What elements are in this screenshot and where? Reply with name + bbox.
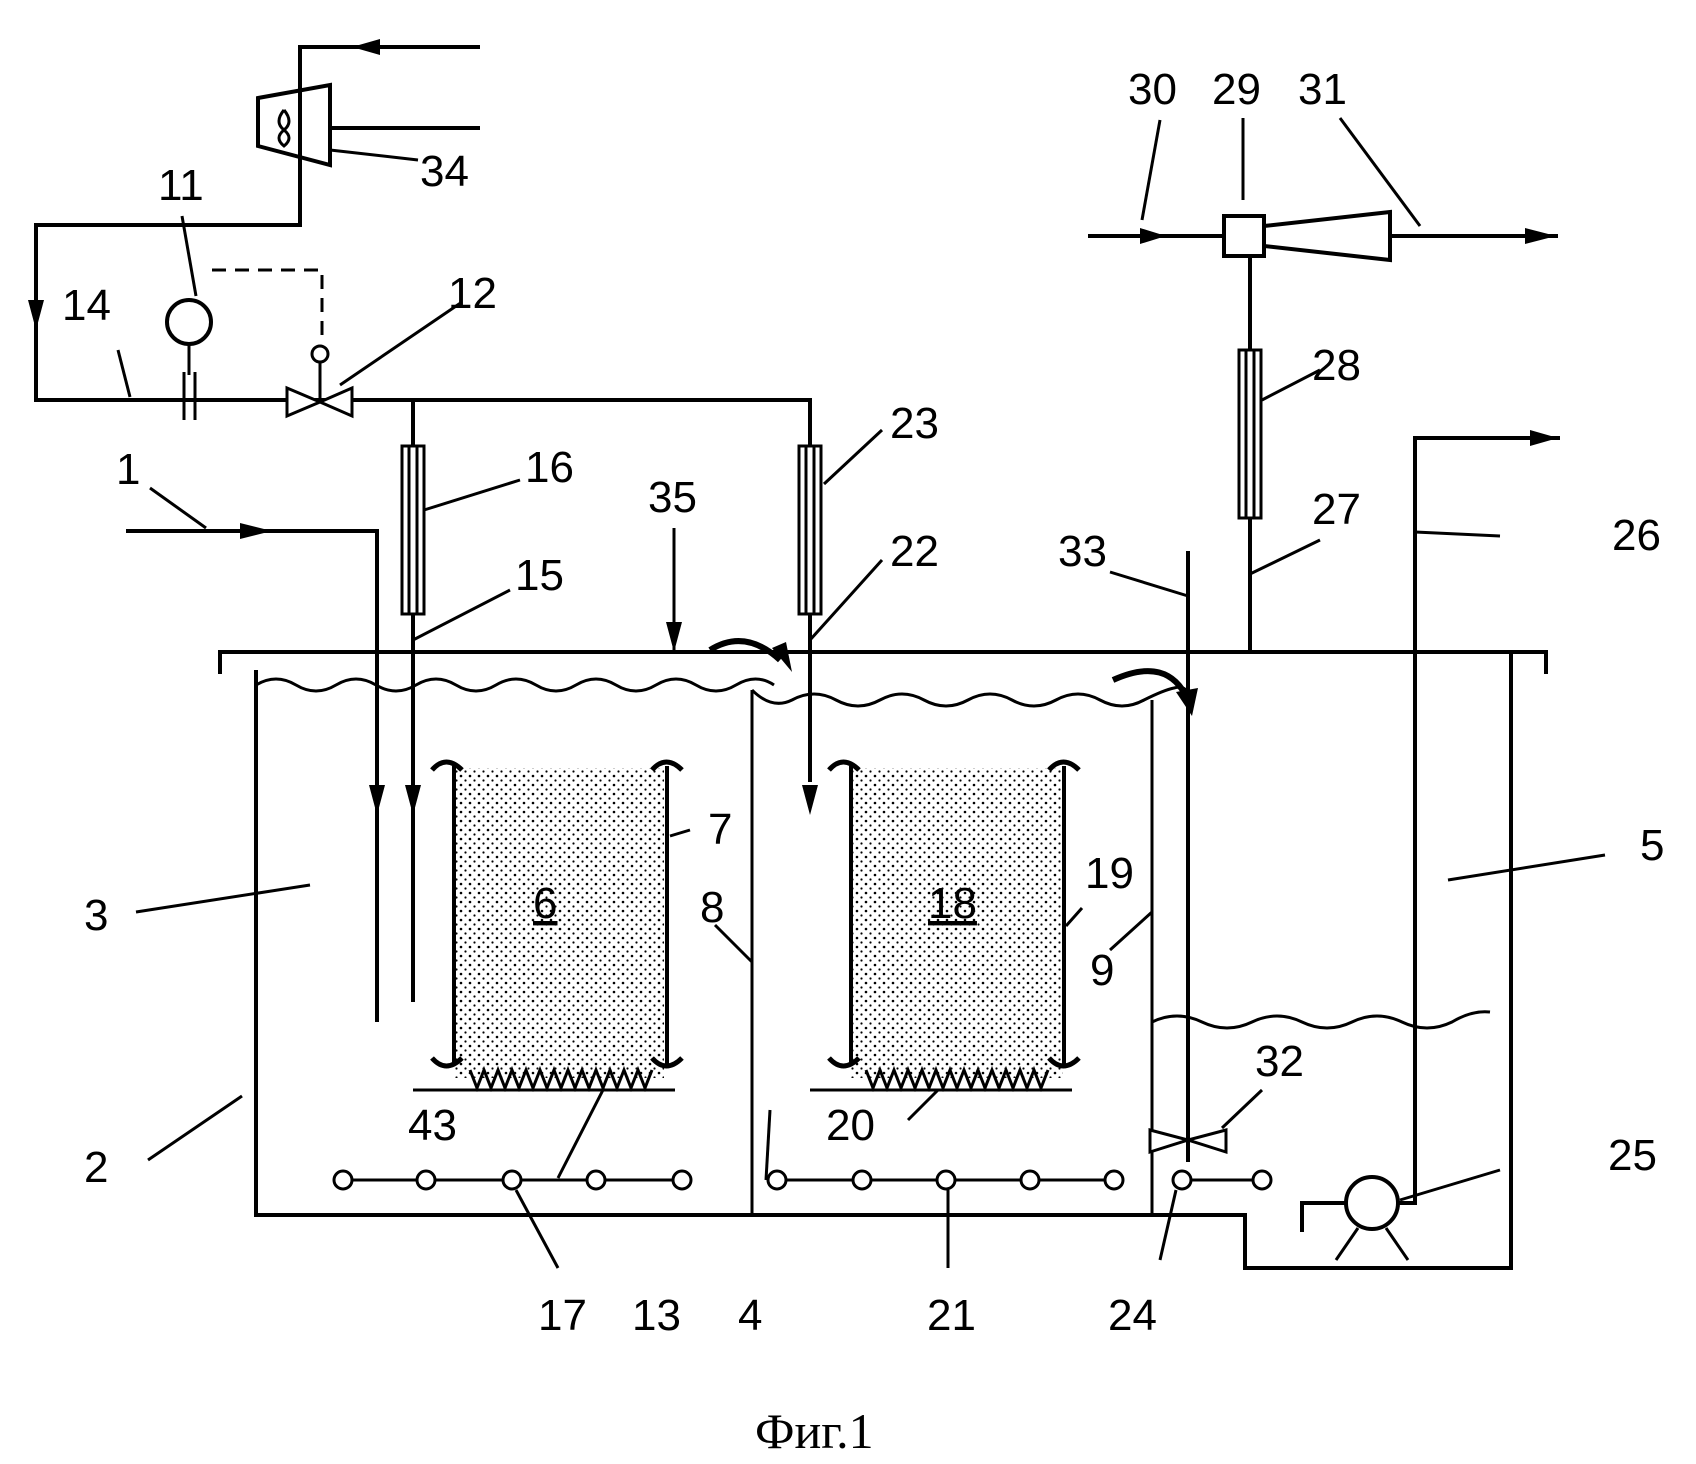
label-27: 27	[1312, 485, 1361, 534]
label-9: 9	[1090, 946, 1114, 995]
label-28: 28	[1312, 341, 1361, 390]
label-19: 19	[1085, 849, 1134, 898]
label-29: 29	[1212, 65, 1261, 114]
label-35: 35	[648, 473, 697, 522]
label-20: 20	[826, 1101, 875, 1150]
ejector-29	[1090, 118, 1556, 260]
label-15: 15	[515, 551, 564, 600]
reactor-18	[810, 762, 1082, 1120]
label-8: 8	[700, 883, 724, 932]
label-43: 43	[408, 1101, 457, 1150]
label-5: 5	[1640, 821, 1664, 870]
tank-2	[148, 652, 1546, 1268]
label-23: 23	[890, 399, 939, 448]
label-17: 17	[538, 1291, 587, 1340]
exhaust-pipe-27	[1239, 230, 1320, 652]
compressor-34	[28, 39, 810, 780]
label-3: 3	[84, 891, 108, 940]
label-25: 25	[1608, 1131, 1657, 1180]
label-2: 2	[84, 1143, 108, 1192]
label-12: 12	[448, 269, 497, 318]
labels: 1 2 3 4 5 6 7 8 9 11 12 13 14 15 16 17 1…	[62, 65, 1664, 1340]
label-6: 6	[533, 879, 557, 928]
label-21: 21	[927, 1291, 976, 1340]
leader-14	[118, 350, 130, 397]
label-24: 24	[1108, 1291, 1157, 1340]
pump-25	[1302, 430, 1558, 1260]
label-34: 34	[420, 147, 469, 196]
flow-meter-11	[167, 216, 322, 420]
label-31: 31	[1298, 65, 1347, 114]
label-16: 16	[525, 443, 574, 492]
label-11: 11	[158, 161, 204, 210]
label-7: 7	[708, 805, 732, 854]
label-33: 33	[1058, 527, 1107, 576]
label-4: 4	[738, 1291, 762, 1340]
label-26: 26	[1612, 511, 1661, 560]
figure-caption: Фиг.1	[755, 1403, 874, 1459]
label-32: 32	[1255, 1037, 1304, 1086]
label-14: 14	[62, 281, 111, 330]
label-30: 30	[1128, 65, 1177, 114]
aerator-17	[334, 1171, 691, 1268]
leader-4	[766, 1110, 770, 1180]
label-1: 1	[116, 445, 140, 494]
aerator-21	[768, 1171, 1123, 1268]
label-13: 13	[632, 1291, 681, 1340]
label-18: 18	[928, 879, 977, 928]
label-22: 22	[890, 527, 939, 576]
